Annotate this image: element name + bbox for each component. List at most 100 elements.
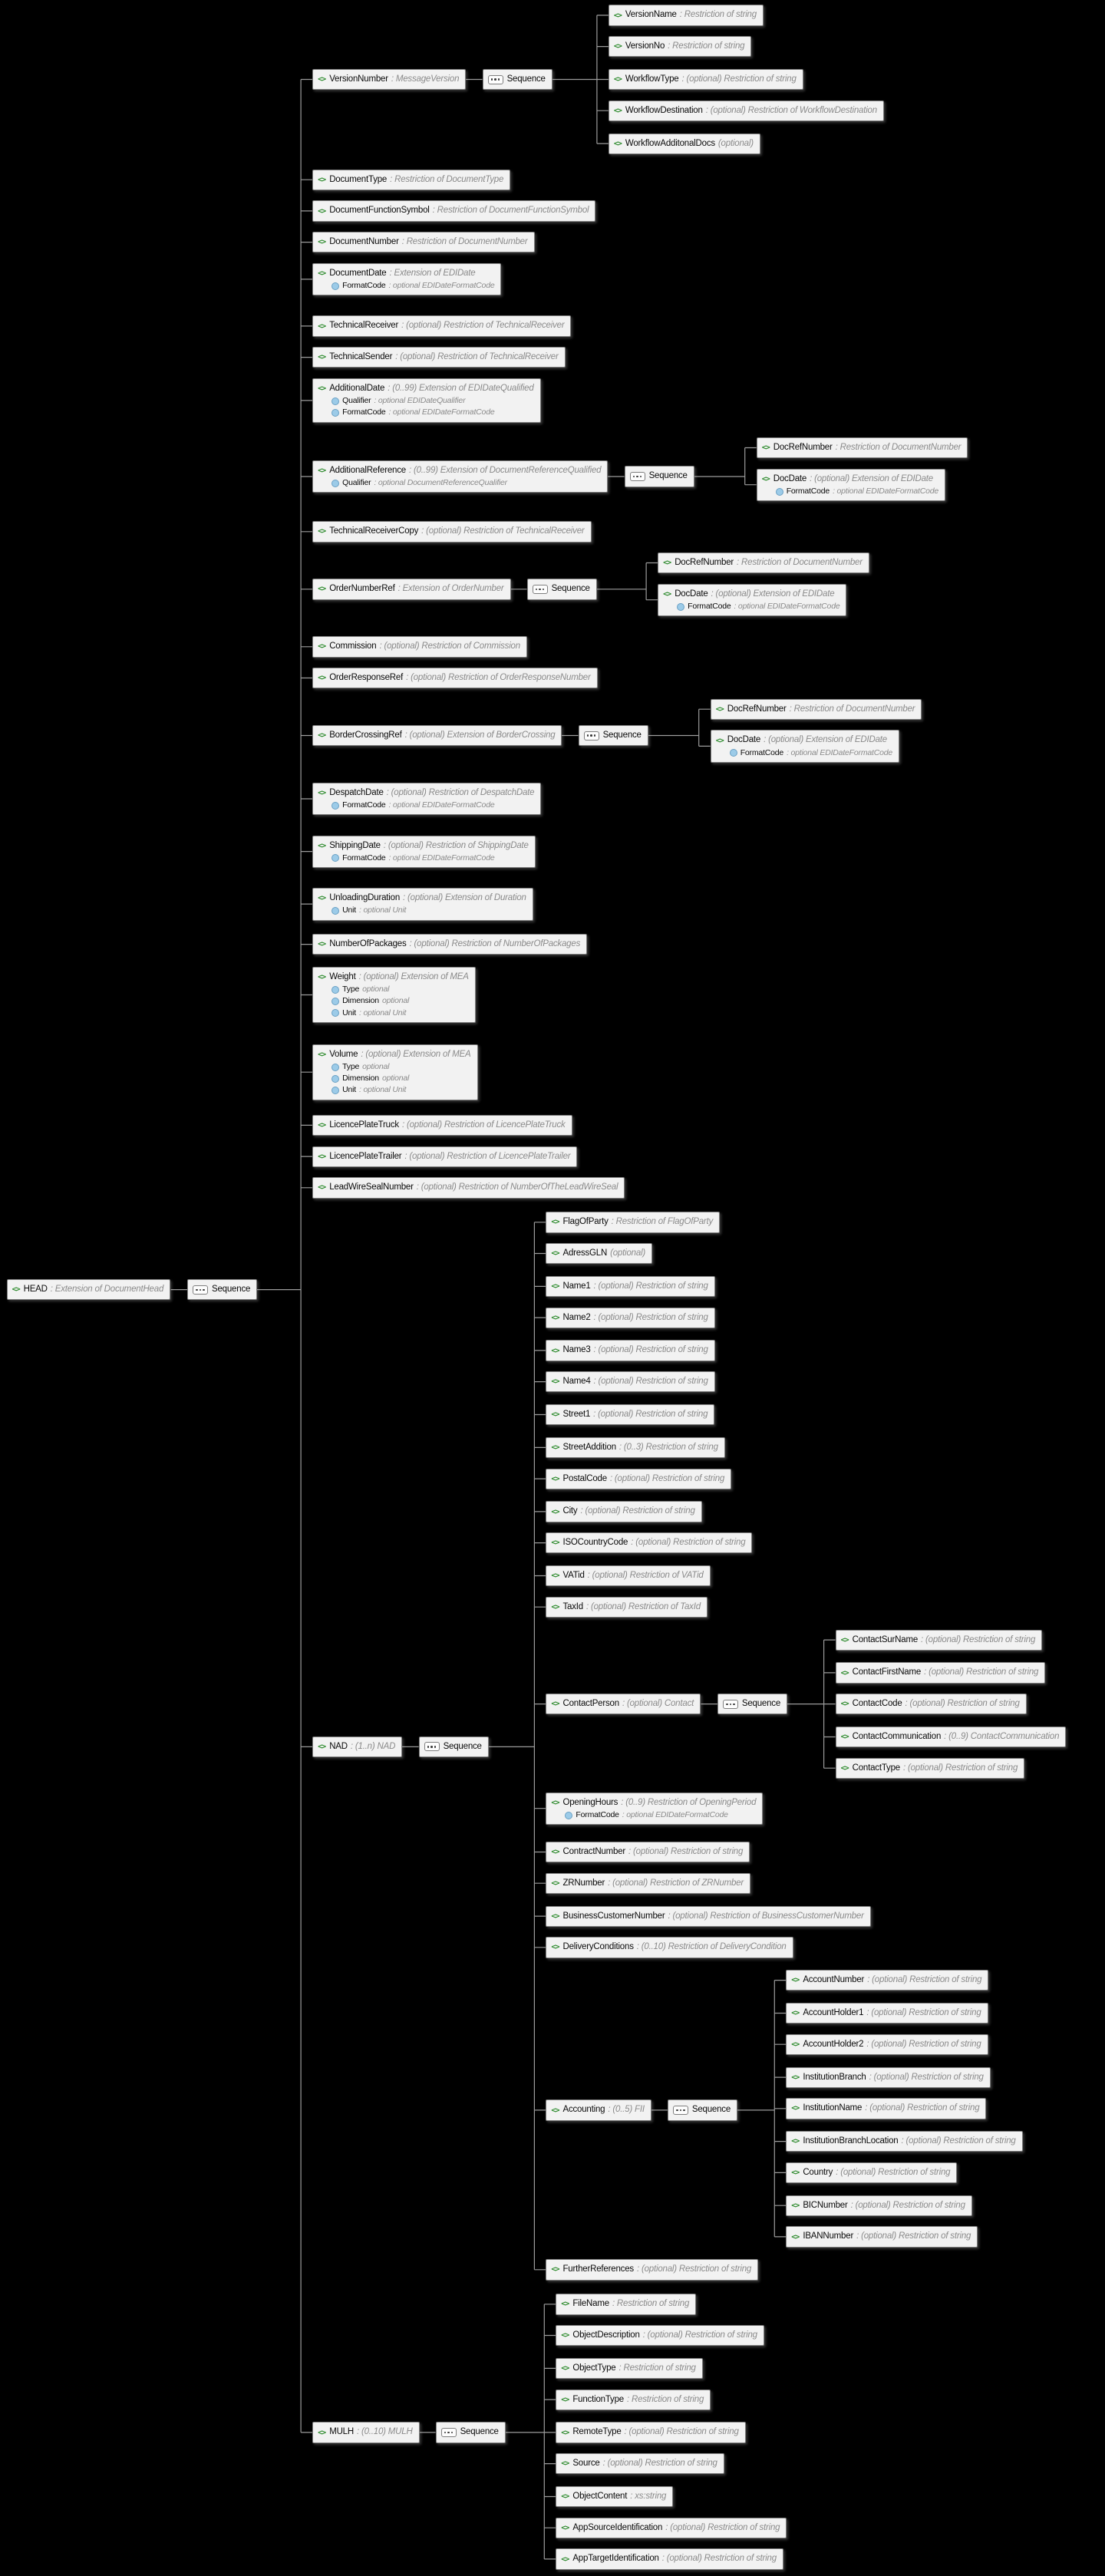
element-bicnumber[interactable]: <>BICNumber: (optional) Restriction of s… <box>786 2195 972 2216</box>
element-contact-person[interactable]: <>ContactPerson: (optional) Contact <box>546 1694 701 1715</box>
element-workflow-type[interactable]: <>WorkflowType: (optional) Restriction o… <box>608 68 803 91</box>
element-lead-wire-seal-number[interactable]: <>LeadWireSealNumber: (optional) Restric… <box>312 1177 625 1199</box>
element-country[interactable]: <>Country: (optional) Restriction of str… <box>786 2162 958 2184</box>
element-licence-plate-trailer[interactable]: <>LicencePlateTrailer: (optional) Restri… <box>312 1146 578 1167</box>
element-doc-ref-number[interactable]: <>DocRefNumber: Restriction of DocumentN… <box>756 437 968 459</box>
element-doc-date[interactable]: <>DocDate: (optional) Extension of EDIDa… <box>710 730 900 763</box>
element-vatid[interactable]: <>VATid: (optional) Restriction of VATid <box>546 1565 711 1587</box>
sequence-node[interactable]: Sequence <box>717 1694 788 1715</box>
element-street-addition[interactable]: <>StreetAddition: (0..3) Restriction of … <box>546 1436 725 1459</box>
element-despatch-date[interactable]: <>DespatchDate: (optional) Restriction o… <box>312 782 542 816</box>
element-document-number[interactable]: <>DocumentNumber: Restriction of Documen… <box>312 232 535 253</box>
sequence-node[interactable]: Sequence <box>418 1736 489 1758</box>
element-app-source-identification[interactable]: <>AppSourceIdentification: (optional) Re… <box>556 2517 787 2538</box>
element-additional-date[interactable]: <>AdditionalDate: (0..99) Extension of E… <box>312 378 541 423</box>
element-account-number[interactable]: <>AccountNumber: (optional) Restriction … <box>786 1970 989 1991</box>
element-tax-id[interactable]: <>TaxId: (optional) Restriction of TaxId <box>546 1596 708 1618</box>
element-street1[interactable]: <>Street1: (optional) Restriction of str… <box>546 1403 715 1426</box>
element-order-number-ref[interactable]: <>OrderNumberRef: Extension of OrderNumb… <box>312 579 511 600</box>
element-flag-of-party[interactable]: <>FlagOfParty: Restriction of FlagOfPart… <box>546 1212 721 1233</box>
sequence-node[interactable]: Sequence <box>578 724 648 747</box>
element-accounting[interactable]: <>Accounting: (0..5) FII <box>546 2099 651 2121</box>
sequence-node[interactable]: Sequence <box>526 579 597 600</box>
element-function-type[interactable]: <>FunctionType: Restriction of string <box>556 2389 711 2410</box>
attribute-format-code[interactable]: FormatCode: optional EDIDateFormatCode <box>332 800 534 811</box>
element-source[interactable]: <>Source: (optional) Restriction of stri… <box>556 2453 724 2475</box>
element-shipping-date[interactable]: <>ShippingDate: (optional) Restriction o… <box>312 835 536 869</box>
element-institution-name[interactable]: <>InstitutionName: (optional) Restrictio… <box>786 2098 987 2119</box>
element-technical-receiver[interactable]: <>TechnicalReceiver: (optional) Restrict… <box>312 315 572 337</box>
element-head[interactable]: <>HEAD: Extension of DocumentHead <box>6 1279 171 1301</box>
element-nad[interactable]: <>NAD: (1..n) NAD <box>312 1736 403 1758</box>
element-mulh[interactable]: <>MULH: (0..10) MULH <box>312 2422 420 2443</box>
sequence-node[interactable]: Sequence <box>187 1279 258 1301</box>
element-institution-branch[interactable]: <>InstitutionBranch: (optional) Restrict… <box>786 2066 991 2088</box>
sequence-node[interactable]: Sequence <box>667 2099 738 2121</box>
element-contact-code[interactable]: <>ContactCode: (optional) Restriction of… <box>835 1694 1027 1715</box>
element-commission[interactable]: <>Commission: (optional) Restriction of … <box>312 636 527 658</box>
element-app-target-identification[interactable]: <>AppTargetIdentification: (optional) Re… <box>556 2548 783 2570</box>
attribute-format-code[interactable]: FormatCode: optional EDIDateFormatCode <box>775 486 938 497</box>
element-doc-ref-number[interactable]: <>DocRefNumber: Restriction of DocumentN… <box>710 698 922 720</box>
element-contact-communication[interactable]: <>ContactCommunication: (0..9) ContactCo… <box>835 1726 1067 1748</box>
element-account-holder1[interactable]: <>AccountHolder1: (optional) Restriction… <box>786 2002 988 2024</box>
element-city[interactable]: <>City: (optional) Restriction of string <box>546 1501 702 1522</box>
element-version-number[interactable]: <>VersionNumber: MessageVersion <box>312 68 467 91</box>
attribute-qualifier[interactable]: Qualifier: optional DocumentReferenceQua… <box>332 477 601 489</box>
sequence-node[interactable]: Sequence <box>435 2422 506 2443</box>
element-object-description[interactable]: <>ObjectDescription: (optional) Restrict… <box>556 2324 764 2347</box>
element-technical-receiver-copy[interactable]: <>TechnicalReceiverCopy: (optional) Rest… <box>312 521 592 543</box>
element-contract-number[interactable]: <>ContractNumber: (optional) Restriction… <box>546 1841 750 1863</box>
element-adress-gln[interactable]: <>AdressGLN(optional) <box>546 1242 653 1265</box>
element-doc-ref-number[interactable]: <>DocRefNumber: Restriction of DocumentN… <box>658 552 869 574</box>
element-workflow-destination[interactable]: <>WorkflowDestination: (optional) Restri… <box>608 100 884 121</box>
element-delivery-conditions[interactable]: <>DeliveryConditions: (0..10) Restrictio… <box>546 1937 793 1958</box>
element-ibannumber[interactable]: <>IBANNumber: (optional) Restriction of … <box>786 2226 978 2248</box>
element-contact-type[interactable]: <>ContactType: (optional) Restriction of… <box>835 1757 1025 1779</box>
attribute-format-code[interactable]: FormatCode: optional EDIDateFormatCode <box>565 1809 756 1821</box>
element-version-name[interactable]: <>VersionName: Restriction of string <box>608 5 764 26</box>
sequence-node[interactable]: Sequence <box>482 68 552 91</box>
attribute-qualifier[interactable]: Qualifier: optional EDIDateQualifier <box>332 395 533 407</box>
element-unloading-duration[interactable]: <>UnloadingDuration: (optional) Extensio… <box>312 888 533 921</box>
element-institution-branch-location[interactable]: <>InstitutionBranchLocation: (optional) … <box>786 2131 1023 2152</box>
element-doc-date[interactable]: <>DocDate: (optional) Extension of EDIDa… <box>658 583 847 617</box>
attribute-format-code[interactable]: FormatCode: optional EDIDateFormatCode <box>729 747 892 759</box>
element-opening-hours[interactable]: <>OpeningHours: (0..9) Restriction of Op… <box>546 1792 764 1826</box>
element-isocountry-code[interactable]: <>ISOCountryCode: (optional) Restriction… <box>546 1532 753 1554</box>
element-further-references[interactable]: <>FurtherReferences: (optional) Restrict… <box>546 2259 759 2281</box>
attribute-unit[interactable]: Unit: optional Unit <box>332 905 526 916</box>
element-document-type[interactable]: <>DocumentType: Restriction of DocumentT… <box>312 169 511 190</box>
element-postal-code[interactable]: <>PostalCode: (optional) Restriction of … <box>546 1468 732 1489</box>
element-account-holder2[interactable]: <>AccountHolder2: (optional) Restriction… <box>786 2033 988 2055</box>
attribute-format-code[interactable]: FormatCode: optional EDIDateFormatCode <box>332 853 529 864</box>
attribute-format-code[interactable]: FormatCode: optional EDIDateFormatCode <box>677 601 840 612</box>
element-object-content[interactable]: <>ObjectContent: xs:string <box>556 2485 674 2508</box>
sequence-node[interactable]: Sequence <box>624 466 694 487</box>
element-name1[interactable]: <>Name1: (optional) Restriction of strin… <box>546 1275 715 1298</box>
element-version-no[interactable]: <>VersionNo: Restriction of string <box>608 36 752 58</box>
element-file-name[interactable]: <>FileName: Restriction of string <box>556 2294 697 2315</box>
element-document-function-symbol[interactable]: <>DocumentFunctionSymbol: Restriction of… <box>312 200 596 222</box>
element-additional-reference[interactable]: <>AdditionalReference: (0..99) Extension… <box>312 460 609 493</box>
element-name3[interactable]: <>Name3: (optional) Restriction of strin… <box>546 1340 715 1361</box>
element-zrnumber[interactable]: <>ZRNumber: (optional) Restriction of ZR… <box>546 1872 750 1894</box>
element-remote-type[interactable]: <>RemoteType: (optional) Restriction of … <box>556 2422 746 2443</box>
element-name2[interactable]: <>Name2: (optional) Restriction of strin… <box>546 1307 715 1328</box>
element-name4[interactable]: <>Name4: (optional) Restriction of strin… <box>546 1371 715 1393</box>
element-technical-sender[interactable]: <>TechnicalSender: (optional) Restrictio… <box>312 347 566 368</box>
element-doc-date[interactable]: <>DocDate: (optional) Extension of EDIDa… <box>756 468 946 502</box>
attribute-format-code[interactable]: FormatCode: optional EDIDateFormatCode <box>332 407 533 418</box>
element-contact-first-name[interactable]: <>ContactFirstName: (optional) Restricti… <box>835 1662 1046 1684</box>
element-licence-plate-truck[interactable]: <>LicencePlateTruck: (optional) Restrict… <box>312 1114 572 1136</box>
attribute-unit[interactable]: Unit: optional Unit <box>332 1008 469 1019</box>
element-object-type[interactable]: <>ObjectType: Restriction of string <box>556 2357 703 2380</box>
element-workflow-additonal-docs[interactable]: <>WorkflowAdditonalDocs(optional) <box>608 133 760 154</box>
attribute-unit[interactable]: Unit: optional Unit <box>332 1084 470 1096</box>
